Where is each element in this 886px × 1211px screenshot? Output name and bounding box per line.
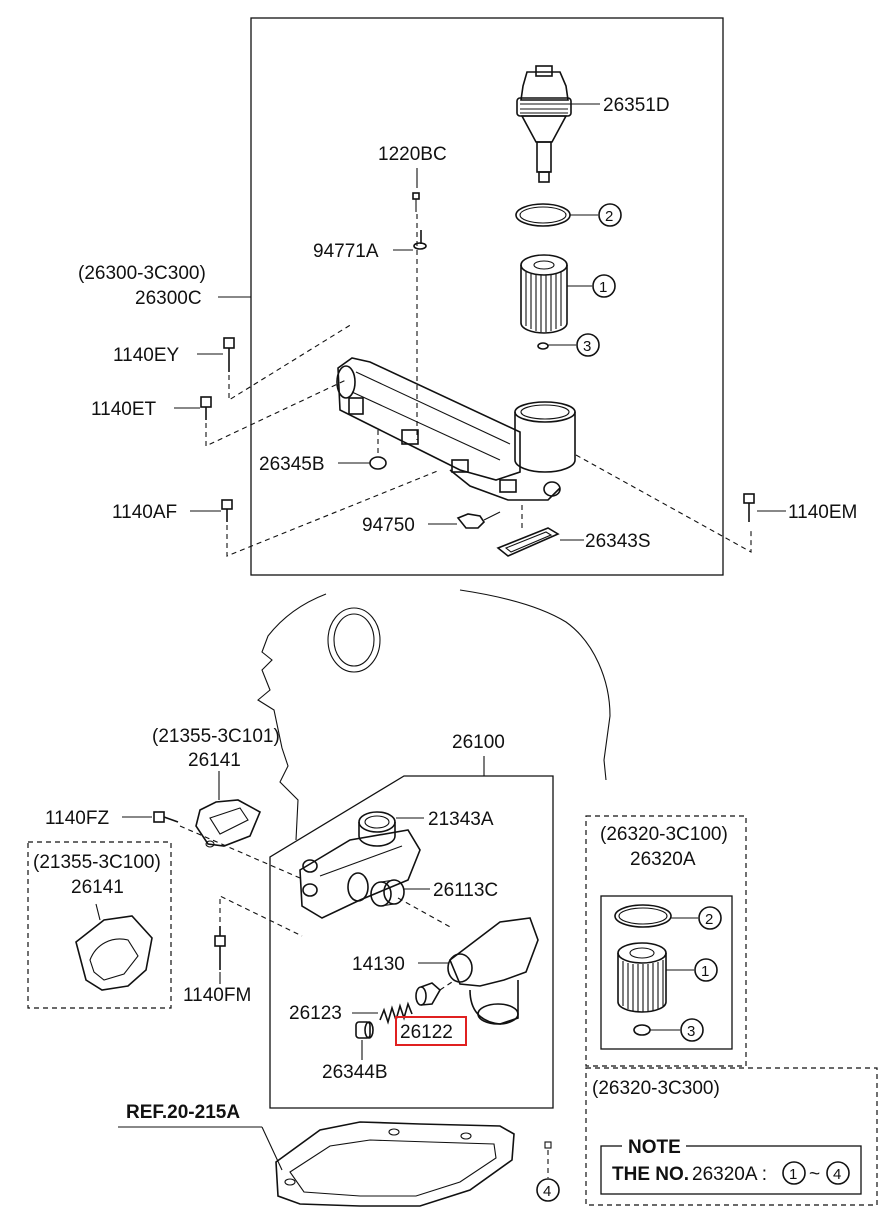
svg-text:1: 1 [701,963,709,980]
svg-text:3: 3 [583,338,591,355]
label-26351D[interactable]: 26351D [603,95,670,116]
label-94771A[interactable]: 94771A [313,241,379,262]
alt-cover-26141-frame [27,841,172,1009]
callout-3-upper: 3 [576,333,600,357]
bolt-1140ey-part [223,337,235,372]
label-26113C[interactable]: 26113C [433,880,498,901]
svg-text:2: 2 [605,208,613,225]
oil-seal-26113c-part [370,879,405,907]
bolt-1140em-part [743,493,755,522]
label-21343A[interactable]: 21343A [428,809,494,830]
kit-o-ring-large-part [614,904,672,928]
kit-filter-element-part [617,942,667,1013]
label-26343S[interactable]: 26343S [585,531,651,552]
label-26320-alt2[interactable]: (26320-3C300) [592,1078,720,1099]
svg-text:4: 4 [543,1183,551,1200]
label-1140EY[interactable]: 1140EY [113,345,180,366]
label-26141-a[interactable]: 26141 [188,750,241,771]
oil-pump-body-part [299,829,421,919]
label-26100[interactable]: 26100 [452,732,505,753]
label-1220BC[interactable]: 1220BC [378,144,447,165]
callout-4-pan: 4 [536,1178,560,1202]
engine-block-outline [257,589,611,841]
strainer-21343a-part [358,811,396,847]
oil-filter-housing-part [336,357,576,501]
callout-2-upper: 2 [598,203,622,227]
label-26141-b[interactable]: 26141 [71,877,124,898]
plug-26345b-part [369,456,387,470]
label-26123[interactable]: 26123 [289,1003,342,1024]
callout-1-upper: 1 [592,274,616,298]
label-26345B[interactable]: 26345B [259,454,325,475]
label-1140ET[interactable]: 1140ET [91,399,157,420]
label-26320-alt1[interactable]: (26320-3C100) [600,824,728,845]
bolt-1140fm-part [214,926,226,970]
label-1140EM[interactable]: 1140EM [788,502,857,523]
oil-pump-assembly-frame [269,775,554,1109]
cover-26141-lower-part [75,903,153,991]
note-frame [585,1067,878,1206]
relief-plunger-26122-part [415,982,442,1006]
filter-cap-part [516,65,572,183]
bolt-1140fz-part [153,811,179,823]
svg-text:1: 1 [789,1166,797,1183]
label-14130[interactable]: 14130 [352,954,405,975]
oil-pressure-switch-part [456,511,501,529]
pump-cover-14130-part [447,917,539,1025]
svg-text:3: 3 [687,1023,695,1040]
filter-element-part [520,254,568,334]
bolt-1140et-part [200,396,212,420]
o-ring-small-part [537,342,549,350]
filter-kit-inner-frame [600,895,733,1050]
label-26344B[interactable]: 26344B [322,1062,388,1083]
callout-2-kit: 2 [698,906,722,930]
label-94750[interactable]: 94750 [362,515,415,536]
svg-text:2: 2 [705,911,713,928]
note-callout-from: 1 [782,1161,806,1185]
label-1140FM[interactable]: 1140FM [183,985,251,1006]
note-part: 26320A : [692,1164,767,1185]
label-ref[interactable]: REF.20-215A [126,1102,240,1123]
highlight-box [395,1016,467,1046]
svg-text:4: 4 [833,1166,841,1183]
label-26320A[interactable]: 26320A [630,849,696,870]
gasket-26343s-part [496,527,560,557]
note-prefix: THE NO. [612,1164,689,1185]
oil-pan-part [275,1121,515,1207]
washer-94771a-part [413,230,427,250]
label-1140FZ[interactable]: 1140FZ [45,808,109,829]
svg-text:1: 1 [599,279,607,296]
note-title: NOTE [628,1137,681,1158]
note-box [600,1145,862,1195]
label-26122[interactable]: 26122 [400,1022,453,1043]
bolt-1220bc-part [412,192,420,212]
bolt-1140af-part [221,499,233,522]
note-callout-to: 4 [826,1161,850,1185]
callout-1-kit: 1 [694,958,718,982]
label-21355-alt2[interactable]: (21355-3C100) [33,852,161,873]
plug-26344b-part [355,1021,374,1039]
kit-o-ring-small-part [633,1024,651,1036]
label-21355-alt1[interactable]: (21355-3C101) [152,726,280,747]
label-1140AF[interactable]: 1140AF [112,502,177,523]
callout-3-kit: 3 [680,1018,704,1042]
cover-26141-upper-part [195,799,262,848]
label-26300-alt[interactable]: (26300-3C300) [78,263,206,284]
filter-kit-26320a-frame [585,815,747,1067]
label-26300C[interactable]: 26300C [135,288,202,309]
note-tilde: ~ [809,1164,820,1185]
